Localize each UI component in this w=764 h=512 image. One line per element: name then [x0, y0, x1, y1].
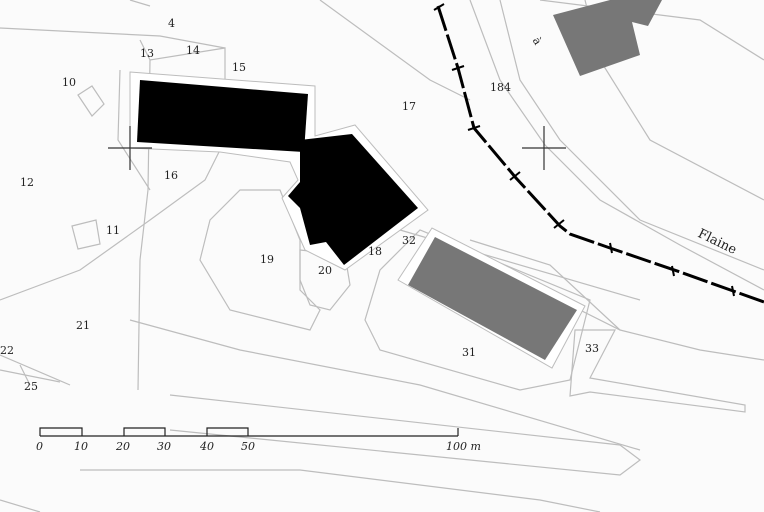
label-16: 16: [164, 169, 178, 182]
road-name-flaine: Flaine: [695, 226, 739, 258]
road-flaine-outline: [469, 0, 764, 291]
label-15: 15: [232, 61, 246, 74]
scale-tick-30: 30: [157, 440, 171, 453]
survey-cross-right: [522, 126, 566, 170]
label-4: 4: [168, 17, 175, 30]
scale-tick-40: 40: [199, 440, 214, 453]
label-10: 10: [62, 76, 76, 89]
label-11: 11: [106, 224, 120, 237]
scale-tick-50: 50: [241, 440, 255, 453]
main-building: [137, 80, 308, 152]
label-19: 19: [260, 253, 274, 266]
scale-end: 100 m: [446, 440, 481, 453]
parcel-33-outline: [569, 329, 746, 413]
railway-ticks: [433, 3, 735, 297]
scale-bar: 0 10 20 30 40 50 100 m: [36, 427, 481, 453]
label-184: 184: [490, 81, 511, 94]
label-31: 31: [462, 346, 476, 359]
main-building-wing: [288, 134, 418, 265]
scale-tick-0: 0: [36, 440, 43, 453]
label-33: 33: [585, 342, 599, 355]
label-20: 20: [318, 264, 332, 277]
parcel-labels: 4 13 14 15 10 12 16 11 17 184 19 20 18 3…: [0, 17, 599, 393]
parcel-10-shape: [77, 85, 105, 117]
label-13: 13: [140, 47, 154, 60]
building-32: [408, 237, 577, 360]
survey-cross-left: [108, 126, 152, 170]
scale-tick-20: 20: [115, 440, 130, 453]
railway-line: [436, 5, 764, 304]
parcel-11-shape: [71, 219, 101, 250]
building-top-right: [553, 0, 662, 76]
label-32: 32: [402, 234, 416, 247]
label-25: 25: [24, 380, 38, 393]
road-letter: à: [530, 35, 545, 48]
road-lower-outline: [169, 394, 641, 476]
label-12: 12: [20, 176, 34, 189]
scale-tick-10: 10: [74, 440, 88, 453]
label-17: 17: [402, 100, 416, 113]
label-14: 14: [186, 44, 200, 57]
label-21: 21: [76, 319, 90, 332]
label-22: 22: [0, 344, 14, 357]
label-18: 18: [368, 245, 382, 258]
